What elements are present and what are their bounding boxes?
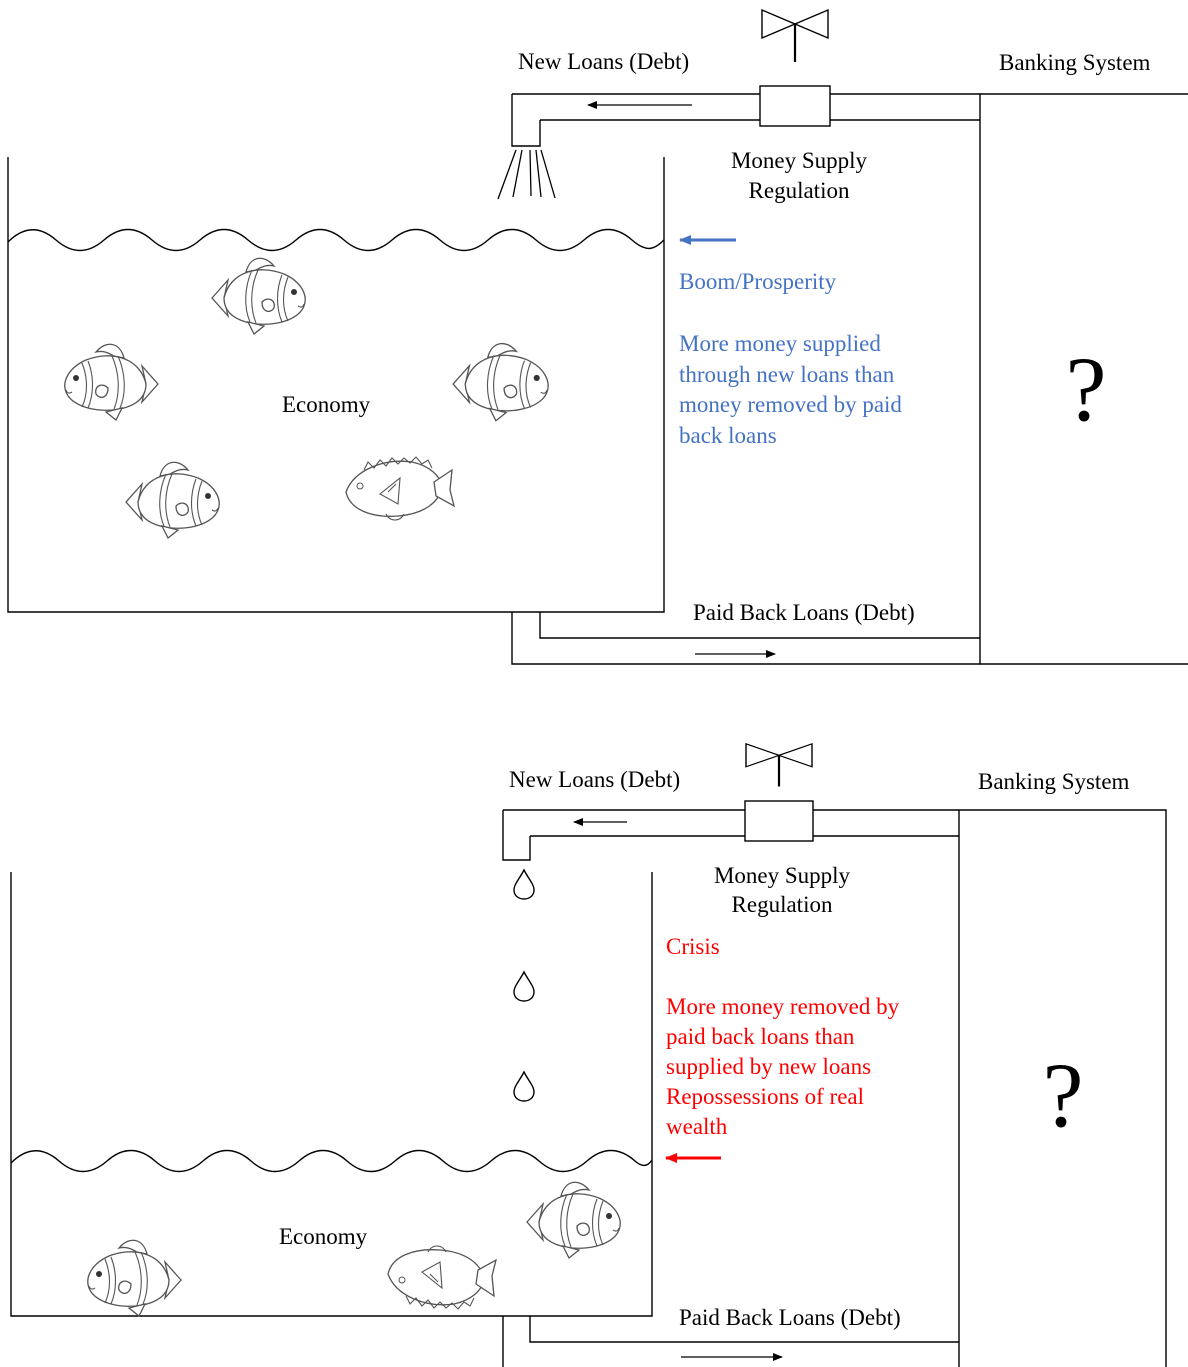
drop-icon	[513, 869, 535, 900]
description-line: through new loans than	[679, 362, 895, 387]
new-loans-label: New Loans (Debt)	[509, 767, 680, 792]
diagram-boom: New Loans (Debt) Banking System Money Su…	[7, 8, 1188, 665]
paid-back-label: Paid Back Loans (Debt)	[679, 1305, 901, 1330]
banking-system-label: Banking System	[978, 769, 1130, 794]
question-mark: ?	[1066, 338, 1107, 440]
clownfish-icon	[87, 1239, 182, 1317]
regulation-label-line2: Regulation	[732, 892, 833, 917]
clownfish-icon	[125, 461, 220, 539]
drop-icon	[513, 1071, 535, 1102]
description-line: More money removed by	[666, 994, 900, 1019]
valve-icon	[744, 742, 814, 788]
state-label: Boom/Prosperity	[679, 269, 837, 294]
description-line: Repossessions of real	[666, 1084, 864, 1109]
valve-box	[744, 800, 814, 842]
regulation-label-line1: Money Supply	[731, 148, 868, 173]
water-surface	[10, 1149, 653, 1173]
clownfish-icon	[452, 342, 549, 422]
paid-back-pipe	[511, 612, 980, 665]
clownfish-icon	[64, 343, 159, 421]
paid-back-pipe	[502, 1316, 959, 1367]
paid-back-label: Paid Back Loans (Debt)	[693, 600, 915, 625]
water-surface	[7, 228, 665, 252]
new-loans-label: New Loans (Debt)	[518, 49, 689, 74]
description-line: paid back loans than	[666, 1024, 855, 1049]
valve-box	[759, 85, 831, 127]
economy-label: Economy	[279, 1224, 368, 1249]
economy-tank	[7, 157, 665, 613]
new-loans-pipe	[511, 93, 980, 147]
clownfish-icon	[526, 1181, 621, 1259]
question-mark: ?	[1043, 1044, 1084, 1146]
description-line: supplied by new loans	[666, 1054, 871, 1079]
new-loans-pipe	[502, 809, 959, 861]
tang-fish-icon	[387, 1245, 497, 1310]
spray-icon	[497, 149, 556, 200]
banking-system-box	[979, 93, 1188, 665]
description-line: money removed by paid	[679, 392, 902, 417]
economy-tank	[10, 872, 653, 1317]
clownfish-icon	[211, 257, 306, 335]
economy-label: Economy	[282, 392, 371, 417]
description-line: More money supplied	[679, 331, 881, 356]
regulation-label-line2: Regulation	[749, 178, 850, 203]
diagram-crisis: New Loans (Debt) Banking System Money Su…	[10, 742, 1167, 1367]
drop-icon	[513, 971, 535, 1002]
description-line: wealth	[666, 1114, 728, 1139]
regulation-label-line1: Money Supply	[714, 863, 851, 888]
banking-system-label: Banking System	[999, 50, 1151, 75]
valve-icon	[760, 8, 830, 64]
tang-fish-icon	[345, 456, 455, 521]
description-line: back loans	[679, 423, 777, 448]
state-label: Crisis	[666, 934, 720, 959]
banking-system-box	[958, 809, 1167, 1367]
